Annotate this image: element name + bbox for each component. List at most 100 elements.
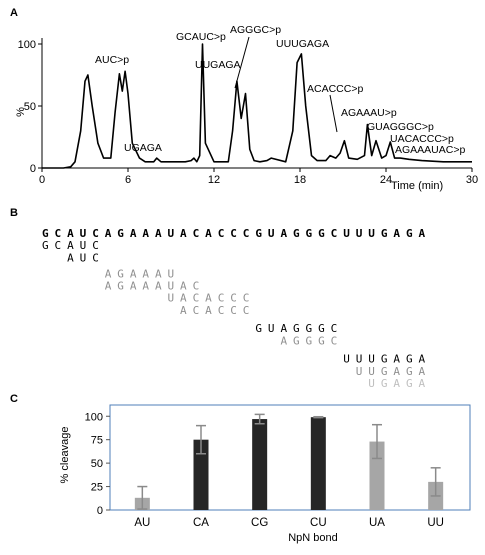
sequence-nucleotide: U [368,227,375,240]
fragment-nucleotide: A [130,267,137,280]
category-label: UU [427,517,444,529]
fragment-nucleotide: A [142,279,149,292]
x-tick-label: 6 [125,174,131,186]
x-tick-label: 0 [39,174,45,186]
fragment-nucleotide: G [318,334,325,347]
x-tick-label: 24 [380,174,392,186]
fragment-nucleotide: A [205,304,212,317]
sequence-nucleotide: A [130,227,137,240]
fragment-nucleotide: C [230,304,237,317]
y-tick-label: 0 [97,505,103,517]
sequence-nucleotide: G [318,227,325,240]
peak-annotation: ACACCC>p [307,83,363,95]
fragment-nucleotide: G [293,334,300,347]
category-label: CU [310,517,327,529]
fragment-nucleotide: C [243,292,250,305]
chart-frame [109,404,471,511]
fragment-nucleotide: C [92,251,99,264]
sequence-nucleotide: G [306,227,313,240]
sequence-nucleotide: G [255,227,262,240]
fragment-nucleotide: C [193,292,200,305]
fragment-nucleotide: A [280,334,287,347]
bar [310,417,326,510]
chromatogram-trace [42,43,472,169]
fragment-nucleotide: U [356,353,363,366]
x-tick-label: 30 [466,174,478,186]
fragment-nucleotide: U [80,239,87,252]
fragment-nucleotide: A [419,377,426,390]
fragment-nucleotide: C [243,304,250,317]
fragment-nucleotide: C [218,304,225,317]
y-tick-label: 100 [85,411,103,423]
category-label: CA [193,517,209,529]
category-label: CG [251,517,268,529]
peak-annotation: UUGAGA [195,59,241,71]
fragment-nucleotide: U [268,322,275,335]
fragment-nucleotide: A [280,322,287,335]
sequence-nucleotide: U [80,227,87,240]
fragment-nucleotide: U [168,292,175,305]
fragment-nucleotide: G [255,322,262,335]
fragment-nucleotide: A [105,279,112,292]
fragment-nucleotide: G [381,365,388,378]
sequence-nucleotide: A [180,227,187,240]
fragment-nucleotide: U [168,279,175,292]
fragment-nucleotide: A [419,353,426,366]
panel-c-label: C [10,393,18,405]
x-tick-label: 18 [294,174,306,186]
fragment-nucleotide: G [293,322,300,335]
fragment-nucleotide: C [331,322,338,335]
panel-a-label: A [10,7,18,19]
peak-annotation: GCAUC>p [176,31,226,43]
sequence-nucleotide: A [419,227,426,240]
sequence-nucleotide: G [406,227,413,240]
x-tick-label: 12 [208,174,220,186]
fragment-nucleotide: A [67,251,74,264]
annotation-leader [234,36,250,89]
fragment-nucleotide: G [381,377,388,390]
fragment-nucleotide: A [155,279,162,292]
sequence-nucleotide: U [268,227,275,240]
y-tick-label: 50 [24,101,36,113]
peak-annotation: UACACCC>p [390,133,454,145]
fragment-nucleotide: A [393,365,400,378]
sequence-nucleotide: A [393,227,400,240]
peak-annotation: GUAGGGC>p [367,121,434,133]
fragment-nucleotide: C [193,279,200,292]
fragment-nucleotide: U [368,365,375,378]
sequence-nucleotide: A [67,227,74,240]
sequence-nucleotide: G [117,227,124,240]
fragment-nucleotide: C [218,292,225,305]
fragment-nucleotide: G [406,365,413,378]
fragment-nucleotide: A [105,267,112,280]
sequence-nucleotide: C [230,227,237,240]
fragment-nucleotide: C [331,334,338,347]
category-label: UA [369,517,385,529]
sequence-nucleotide: A [155,227,162,240]
fragment-nucleotide: A [180,279,187,292]
fragment-nucleotide: G [406,377,413,390]
chromatogram-y-label: % [15,107,27,117]
fragment-nucleotide: G [117,279,124,292]
fragment-nucleotide: A [393,377,400,390]
fragment-nucleotide: A [67,239,74,252]
peak-annotation: AGAAAUAC>p [395,144,465,156]
sequence-nucleotide: A [142,227,149,240]
fragment-nucleotide: A [393,353,400,366]
peak-annotation: UUUGAGA [276,38,329,50]
fragment-nucleotide: G [381,353,388,366]
sequence-nucleotide: G [381,227,388,240]
sequence-nucleotide: A [280,227,287,240]
bar-chart-x-label: NpN bond [288,532,338,544]
sequence-nucleotide: U [356,227,363,240]
fragment-nucleotide: A [180,292,187,305]
sequence-nucleotide: U [168,227,175,240]
fragment-nucleotide: U [168,267,175,280]
peak-annotation: AGGGC>p [230,24,281,36]
fragment-nucleotide: G [42,239,49,252]
peak-annotation: UGAGA [124,142,162,154]
fragment-nucleotide: G [117,267,124,280]
